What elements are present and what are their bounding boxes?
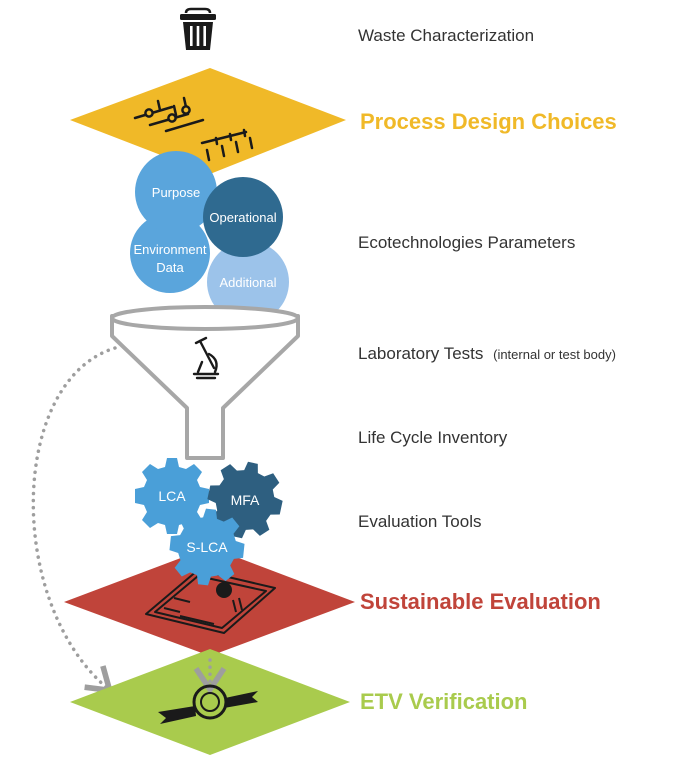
etv-verification-label: ETV Verification [360, 689, 528, 714]
operational-circle [203, 177, 283, 257]
trash-icon [180, 7, 216, 50]
laboratory-tests-note: (internal or test body) [493, 347, 616, 362]
sustainable-evaluation-label: Sustainable Evaluation [360, 589, 601, 614]
additional-label: Additional [219, 275, 276, 290]
waste-characterization-label: Waste Characterization [358, 26, 534, 45]
additional-circle [207, 241, 289, 323]
laboratory-tests-label: Laboratory Tests (internal or test body) [358, 344, 616, 363]
laboratory-tests-main: Laboratory Tests [358, 344, 483, 363]
process-design-label: Process Design Choices [360, 109, 617, 134]
purpose-label: Purpose [152, 185, 200, 200]
mfa-gear: MFA [207, 461, 283, 539]
microscope-icon [192, 336, 220, 380]
operational-label: Operational [209, 210, 276, 225]
certificate-icon [145, 569, 276, 634]
etv-verification-diamond [70, 649, 350, 755]
parameter-circles: Purpose Operational Environment Data Add… [130, 151, 289, 323]
environment-data-circle [130, 213, 210, 293]
lca-label: LCA [158, 488, 186, 504]
sustainable-evaluation-diamond [64, 547, 355, 656]
slca-gear: S-LCA [169, 508, 245, 586]
purpose-circle [135, 151, 217, 233]
funnel [110, 305, 300, 460]
evaluation-tools-label: Evaluation Tools [358, 512, 482, 531]
process-design-diamond [70, 68, 346, 174]
sliders-icon [133, 96, 254, 162]
award-ribbon-icon [158, 684, 258, 724]
dotted-flow-arrow [31, 346, 117, 694]
data-label: Data [156, 260, 184, 275]
life-cycle-inventory-label: Life Cycle Inventory [358, 428, 508, 447]
mfa-label: MFA [231, 492, 260, 508]
slca-label: S-LCA [186, 539, 228, 555]
environment-label: Environment [134, 242, 207, 257]
ecotechnologies-parameters-label: Ecotechnologies Parameters [358, 233, 575, 252]
